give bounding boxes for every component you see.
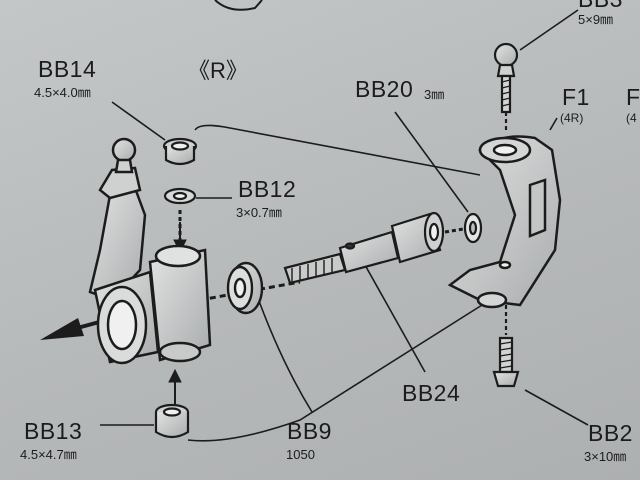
label-bb13-code: BB13 <box>24 418 83 444</box>
label-bb20-dim: 3㎜ <box>424 87 445 102</box>
bb13-bushing <box>154 403 190 439</box>
knuckle-part <box>88 137 212 365</box>
label-bb2-dim: 3×10㎜ <box>584 449 627 464</box>
label-bb14-dim: 4.5×4.0㎜ <box>34 85 91 100</box>
label-bb20-code: BB20 <box>355 76 414 102</box>
label-f1-dim: (4R) <box>560 111 584 125</box>
f1-bracket <box>447 135 562 309</box>
bb3-ball-stud <box>493 42 519 132</box>
label-bb9-code: BB9 <box>287 418 332 444</box>
leader-lines <box>100 9 589 442</box>
label-f-next-code: F <box>626 84 640 110</box>
flow-curve-top <box>194 124 481 176</box>
label-bb3-dim: 5×9㎜ <box>578 12 614 27</box>
label-bb12-dim: 3×0.7㎜ <box>236 205 282 220</box>
label-bb14-code: BB14 <box>38 56 97 82</box>
leader-bb20 <box>394 111 469 213</box>
leader-bb3 <box>519 9 579 51</box>
label-bb24-code: BB24 <box>402 380 461 406</box>
bb2-screw <box>492 305 520 388</box>
label-bb13-dim: 4.5×4.7㎜ <box>20 447 77 462</box>
bb24-axle <box>283 211 445 285</box>
leader-bb24 <box>364 264 426 373</box>
side-marker: 《R》 <box>188 58 248 83</box>
label-f1-code: F1 <box>562 84 590 110</box>
label-bb2-code: BB2 <box>588 420 633 446</box>
label-bb9-dim: 1050 <box>286 447 315 462</box>
leader-bb14 <box>111 101 166 141</box>
bb20-ring <box>463 212 483 244</box>
leader-f1 <box>549 117 558 131</box>
insert-arrows <box>168 222 187 405</box>
label-bb12-code: BB12 <box>238 176 297 202</box>
leader-bb2 <box>524 389 589 426</box>
bb9-bearing <box>226 261 264 315</box>
label-f-next-dim: (4 <box>626 111 637 125</box>
flow-curve-bottom <box>187 299 491 442</box>
label-bb3-code: BB3 <box>578 0 623 11</box>
bb12-washer <box>163 187 197 205</box>
bb14-bushing <box>162 137 198 166</box>
top-partial-part <box>214 0 263 11</box>
leader-bb9 <box>254 289 313 413</box>
